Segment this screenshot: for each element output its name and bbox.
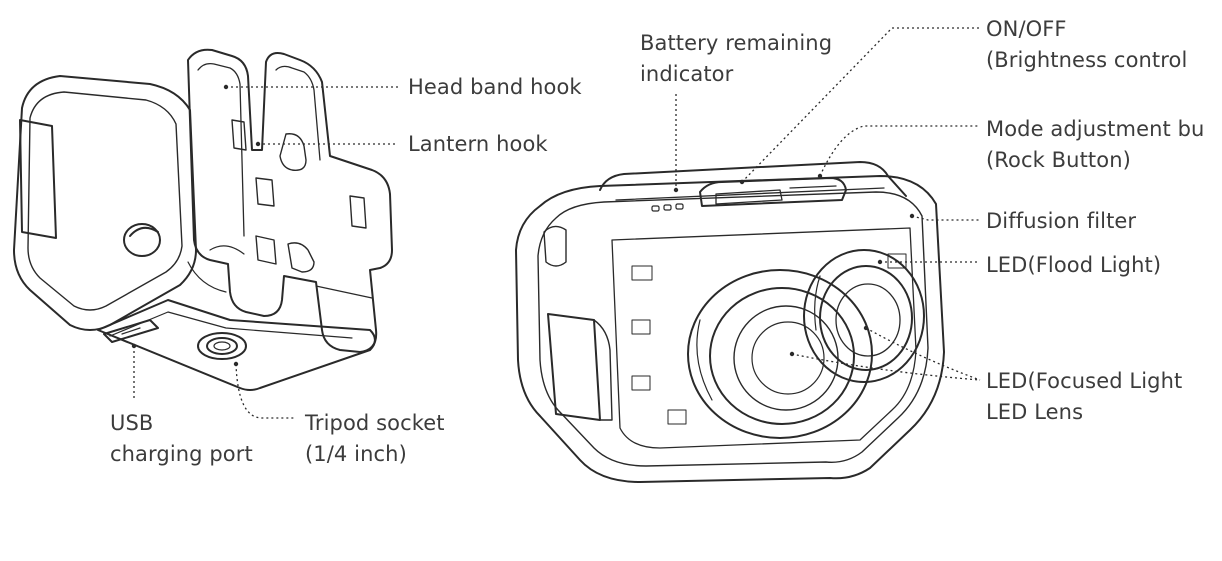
label-mode-line1: Mode adjustment bu: [986, 117, 1205, 141]
label-usb-line1: USB: [110, 411, 154, 435]
rear-view-headlamp: [13, 48, 393, 391]
label-focused-light: LED(Focused Light: [986, 369, 1183, 393]
label-led-lens: LED Lens: [986, 400, 1084, 424]
label-tripod-line2: (1/4 inch): [305, 442, 407, 466]
leader-lines: [133, 27, 981, 419]
label-battery-line1: Battery remaining: [640, 31, 833, 55]
front-view-headlamp: [515, 161, 945, 483]
label-diffusion-filter: Diffusion filter: [986, 209, 1137, 233]
label-head-band-hook: Head band hook: [408, 75, 582, 99]
label-mode-line2: (Rock Button): [986, 148, 1131, 172]
label-flood-light: LED(Flood Light): [986, 253, 1162, 277]
label-onoff-line2: (Brightness control: [986, 48, 1188, 72]
label-usb-line2: charging port: [110, 442, 253, 466]
label-onoff-line1: ON/OFF: [986, 17, 1067, 41]
label-battery-line2: indicator: [640, 62, 734, 86]
leader-dots: [131, 84, 915, 367]
label-tripod-line1: Tripod socket: [305, 411, 445, 435]
label-lantern-hook: Lantern hook: [408, 132, 548, 156]
